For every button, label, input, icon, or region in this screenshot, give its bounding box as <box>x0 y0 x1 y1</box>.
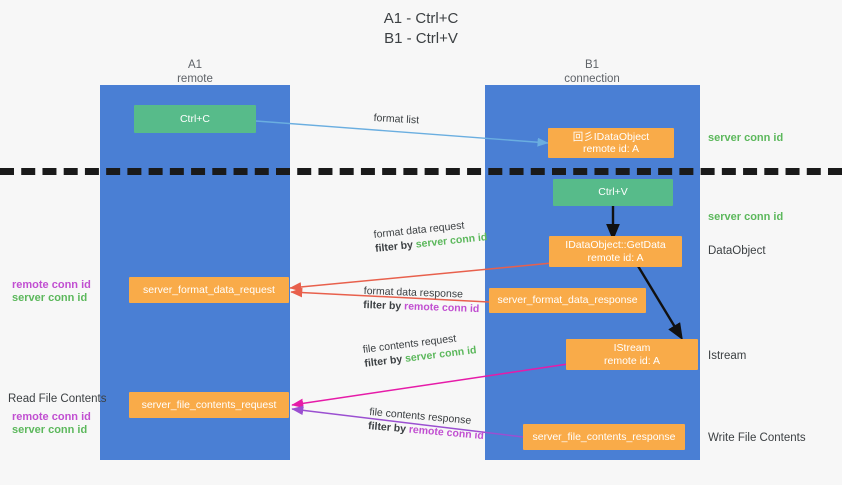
node-ctrl-c[interactable]: Ctrl+C <box>134 105 256 133</box>
node-fmt-req-label: server_format_data_request <box>143 283 275 296</box>
annotation-server-conn-id-top: server conn id <box>708 132 784 144</box>
node-getdata-sub: remote id: A <box>587 251 644 264</box>
edge-fmt-req-pre: filter by <box>374 238 417 255</box>
node-idataobject[interactable]: 回彡IDataObject remote id: A <box>548 128 674 158</box>
edge-label-format-data-request: format data request filter by server con… <box>373 216 488 256</box>
node-file-res-label: server_file_contents_response <box>532 430 676 443</box>
edge-fmt-res-pre: filter by <box>363 298 405 313</box>
node-server-format-data-response[interactable]: server_format_data_response <box>489 288 646 313</box>
annotation-remote-conn-id-mid: remote conn id <box>12 279 91 291</box>
phase-separator <box>0 168 842 175</box>
node-istream-sub: remote id: A <box>603 354 661 367</box>
lane-b1-name: B1 <box>584 59 600 71</box>
lane-a1-role: remote <box>177 73 213 85</box>
annotation-server-conn-id-mid: server conn id <box>12 292 88 304</box>
node-fmt-res-label: server_format_data_response <box>497 294 638 307</box>
edge-file-res-pre: filter by <box>367 419 410 436</box>
lane-b1-role: connection <box>564 73 620 85</box>
node-server-format-data-request[interactable]: server_format_data_request <box>129 277 289 303</box>
node-ctrl-v[interactable]: Ctrl+V <box>553 179 673 206</box>
lane-a1-name: A1 <box>187 59 203 71</box>
node-getdata-label: IDataObject::GetData <box>565 239 666 251</box>
edge-fmt-res-key: remote conn id <box>403 300 480 316</box>
edge-label-file-contents-response: file contents response filter by remote … <box>368 405 486 443</box>
node-getdata[interactable]: IDataObject::GetData remote id: A <box>549 236 682 267</box>
node-idataobject-sub: remote id: A <box>582 143 640 155</box>
lane-header-a1: A1 remote <box>140 58 250 86</box>
annotation-write-file-contents: Write File Contents <box>708 432 806 444</box>
node-ctrl-v-label: Ctrl+V <box>598 186 628 199</box>
annotation-server-conn-id-bottom: server conn id <box>12 424 88 436</box>
edge-format-list-text: format list <box>373 111 420 127</box>
edge-label-file-contents-request: file contents request filter by server c… <box>362 329 477 371</box>
page-title: A1 - Ctrl+C B1 - Ctrl+V <box>0 9 842 49</box>
edge-fmt-res-line2: filter by remote conn id <box>363 298 480 316</box>
lane-header-b1: B1 connection <box>537 58 647 86</box>
node-ctrl-c-label: Ctrl+C <box>179 112 211 125</box>
node-idataobject-label: 回彡IDataObject <box>572 130 650 143</box>
annotation-read-file-contents: Read File Contents <box>8 393 107 405</box>
annotation-istream: Istream <box>708 350 747 362</box>
node-server-file-contents-request[interactable]: server_file_contents_request <box>129 392 289 418</box>
edge-label-format-data-response: format data response filter by remote co… <box>363 284 480 316</box>
node-istream[interactable]: IStream remote id: A <box>566 339 698 370</box>
node-istream-label: IStream <box>613 342 651 354</box>
title-line-2: B1 - Ctrl+V <box>384 30 458 47</box>
edge-label-format-list: format list <box>373 111 419 127</box>
annotation-dataobject: DataObject <box>708 245 766 257</box>
annotation-remote-conn-id-bottom: remote conn id <box>12 411 91 423</box>
edge-file-req-pre: filter by <box>363 352 406 370</box>
annotation-server-conn-id-second: server conn id <box>708 211 784 223</box>
node-file-req-label: server_file_contents_request <box>141 398 277 411</box>
title-line-1: A1 - Ctrl+C <box>383 10 459 27</box>
node-server-file-contents-response[interactable]: server_file_contents_response <box>523 424 685 450</box>
